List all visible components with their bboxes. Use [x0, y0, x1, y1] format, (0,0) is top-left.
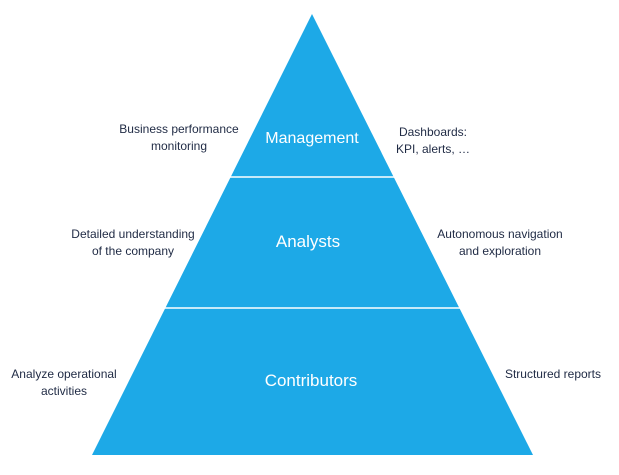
note-line: Analyze operational — [11, 367, 117, 381]
note-line: monitoring — [150, 139, 208, 153]
contributors-left-note: Analyze operational activities — [0, 366, 128, 400]
pyramid-shape — [92, 14, 533, 455]
note-line: activities — [40, 384, 87, 398]
tier-label-analysts: Analysts — [276, 232, 340, 251]
note-line: KPI, alerts, … — [395, 142, 471, 156]
note-line: Business performance — [119, 122, 239, 136]
management-left-note: Business performance monitoring — [104, 121, 254, 155]
tier-label-contributors: Contributors — [265, 371, 358, 390]
note-line: Detailed understanding — [71, 227, 195, 241]
note-line: Autonomous navigation — [437, 227, 563, 241]
analysts-right-note: Autonomous navigation and exploration — [425, 226, 575, 260]
analysts-left-note: Detailed understanding of the company — [58, 226, 208, 260]
management-right-note: Dashboards: KPI, alerts, … — [383, 124, 483, 158]
contributors-right-note: Structured reports — [494, 366, 612, 383]
note-line: and exploration — [458, 244, 542, 258]
note-line: Dashboards: — [398, 125, 468, 139]
tier-label-management: Management — [265, 130, 359, 147]
note-line: of the company — [91, 244, 175, 258]
note-line: Structured reports — [504, 367, 602, 381]
